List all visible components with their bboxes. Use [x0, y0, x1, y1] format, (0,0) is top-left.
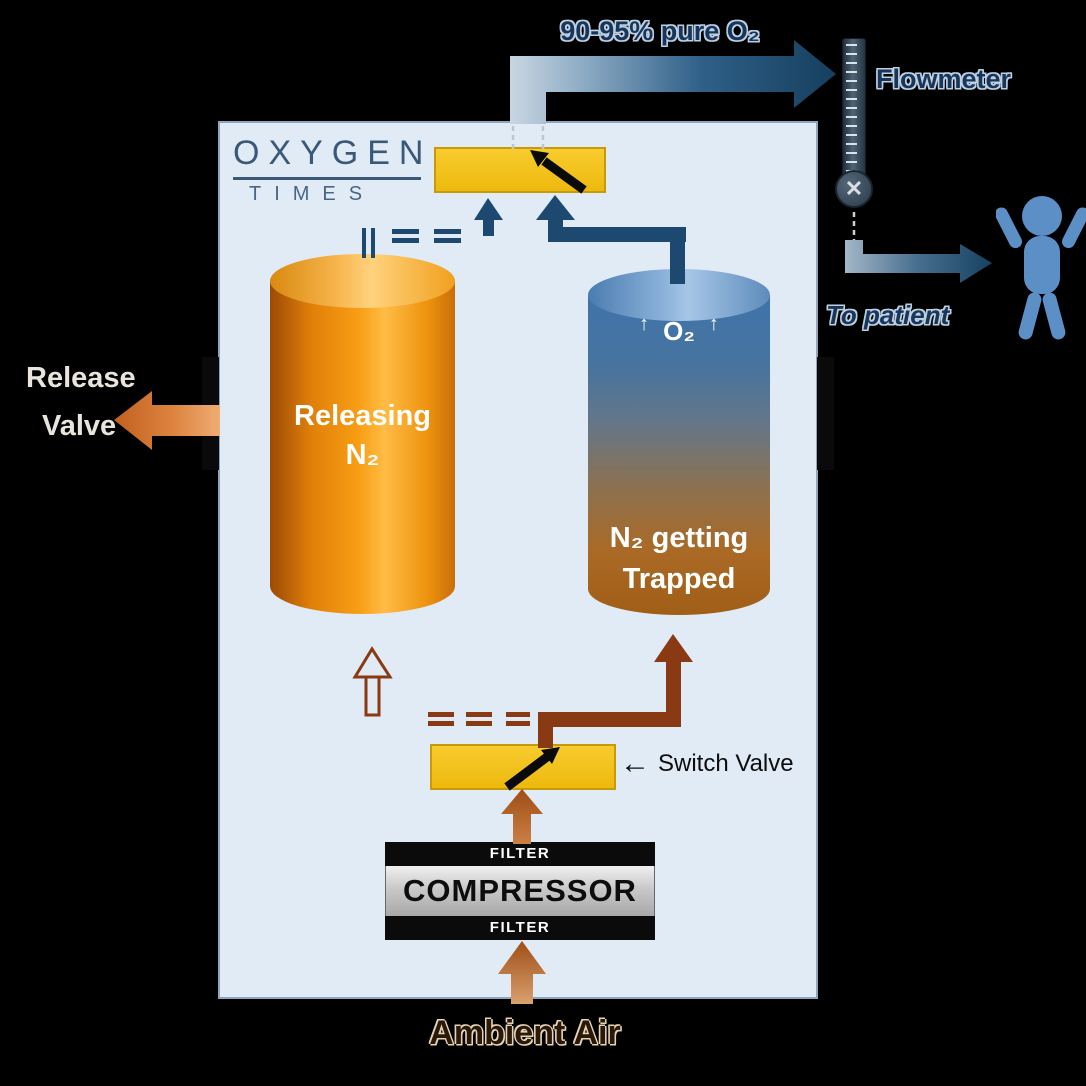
logo-divider — [233, 177, 421, 180]
o2-rising-label: ↑ O₂ ↑ — [588, 313, 770, 347]
releasing-n2-label: Releasing N₂ — [294, 400, 431, 472]
brand-logo: OXYGEN TIMES — [233, 134, 425, 206]
logo-times-text: TIMES — [249, 183, 376, 205]
switch-valve-text: Switch Valve — [658, 750, 794, 777]
up-arrow-icon: ↑ — [708, 313, 719, 335]
release-valve-label-line1: Release — [26, 362, 136, 394]
flowmeter-label: Flowmeter — [876, 64, 1012, 94]
switch-valve — [430, 744, 616, 790]
compressor-label: COMPRESSOR — [385, 866, 655, 916]
patient-icon — [996, 196, 1086, 340]
left-sieve-cylinder — [270, 281, 455, 614]
switch-valve-label: ← Switch Valve — [620, 747, 794, 780]
n2-trapped-label: N₂ getting Trapped — [609, 522, 749, 596]
left-release-port — [202, 357, 219, 470]
flowmeter-scale — [846, 44, 857, 182]
right-sieve-cylinder — [588, 295, 770, 615]
top-output-valve — [434, 147, 606, 193]
valve-cross-icon: ✕ — [844, 176, 864, 201]
right-port — [817, 357, 834, 470]
to-patient-label: To patient — [826, 300, 950, 330]
ambient-air-label: Ambient Air — [429, 1014, 621, 1052]
left-sieve-cylinder-cap — [270, 254, 455, 308]
right-sieve-cylinder-cap — [588, 269, 770, 321]
to-patient-arrow — [845, 212, 992, 283]
logo-oxygen-text: OXYGEN — [233, 134, 433, 172]
pure-o2-label: 90-95% pure O₂ — [560, 16, 760, 46]
flowmeter-tube — [842, 38, 866, 190]
left-arrow-icon: ← — [620, 747, 650, 780]
o2-text: O₂ — [663, 316, 695, 346]
release-valve-label-line2: Valve — [42, 410, 117, 442]
filter-bottom: FILTER — [385, 916, 655, 940]
flowmeter-knob: ✕ — [835, 170, 873, 208]
filter-top: FILTER — [385, 842, 655, 866]
up-arrow-icon: ↑ — [639, 313, 650, 335]
compressor-unit: FILTER COMPRESSOR FILTER — [385, 842, 655, 940]
